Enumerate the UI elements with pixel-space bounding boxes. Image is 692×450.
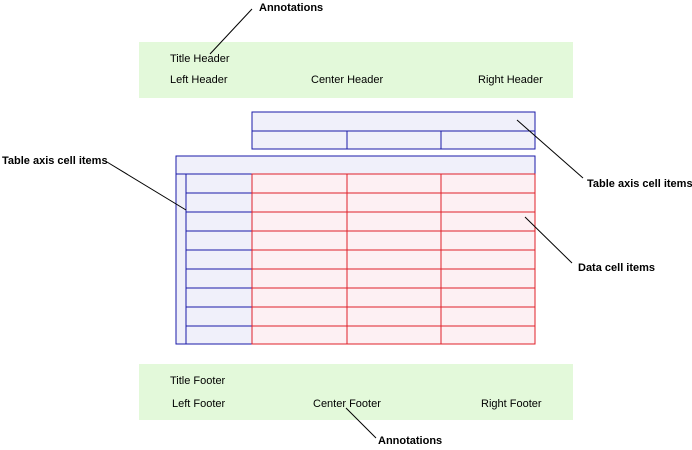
table-axis-left-label: Table axis cell items (2, 155, 108, 167)
center-footer: Center Footer (313, 398, 381, 410)
row-axis (175, 155, 536, 345)
data-cell (251, 325, 348, 345)
data-cell (440, 192, 536, 213)
callout-line-data-cells (524, 216, 573, 264)
left-header: Left Header (170, 74, 228, 86)
callout-line-annotations-bottom (345, 407, 377, 439)
data-cell (251, 249, 348, 270)
data-cell (251, 173, 348, 194)
callout-line-annotations-top (209, 8, 253, 55)
column-axis-cell (440, 130, 536, 150)
data-cell (440, 230, 536, 251)
footer-annotation-band (139, 364, 573, 420)
title-header: Title Header (170, 53, 230, 65)
data-cell (251, 211, 348, 232)
row-axis-cell (185, 306, 253, 327)
data-cell (346, 230, 442, 251)
header-annotation-band (139, 42, 573, 98)
data-cell-grid (251, 173, 536, 345)
title-footer: Title Footer (170, 375, 226, 387)
data-cell (251, 192, 348, 213)
data-cell (440, 268, 536, 289)
column-axis-header-cell (251, 111, 536, 132)
data-cell (346, 306, 442, 327)
data-cell (346, 287, 442, 308)
left-footer: Left Footer (172, 398, 226, 410)
row-axis-header-cell (175, 155, 536, 175)
data-cell (440, 211, 536, 232)
data-cell (346, 192, 442, 213)
data-cell (346, 325, 442, 345)
data-cell (251, 230, 348, 251)
row-axis-cell (185, 192, 253, 213)
row-axis-cell (185, 173, 253, 194)
data-cell (346, 268, 442, 289)
data-cell (440, 325, 536, 345)
data-cell (346, 249, 442, 270)
right-header: Right Header (478, 74, 543, 86)
data-cell (440, 287, 536, 308)
row-axis-cell (185, 287, 253, 308)
row-axis-cell (185, 325, 253, 345)
data-cell (251, 268, 348, 289)
column-axis-cell (346, 130, 442, 150)
row-axis-cell (185, 230, 253, 251)
row-axis-outer-column (175, 173, 187, 345)
center-header: Center Header (311, 74, 384, 86)
data-cell (346, 211, 442, 232)
data-cell (346, 173, 442, 194)
data-cell (251, 306, 348, 327)
column-axis-cell (251, 130, 348, 150)
callout-lines (106, 8, 584, 439)
data-cell (440, 306, 536, 327)
data-cell (440, 249, 536, 270)
column-axis (251, 111, 536, 150)
callout-line-table-axis-right (516, 119, 584, 179)
right-footer: Right Footer (481, 398, 542, 410)
row-axis-cell (185, 268, 253, 289)
data-cell (251, 287, 348, 308)
data-cells-label: Data cell items (578, 262, 656, 274)
annotations-top-label: Annotations (259, 2, 324, 14)
callout-line-table-axis-left (106, 161, 187, 211)
annotations-bottom-label: Annotations (378, 435, 443, 447)
table-axis-right-label: Table axis cell items (587, 178, 692, 190)
row-axis-cell (185, 211, 253, 232)
row-axis-cell (185, 249, 253, 270)
data-cell (440, 173, 536, 194)
